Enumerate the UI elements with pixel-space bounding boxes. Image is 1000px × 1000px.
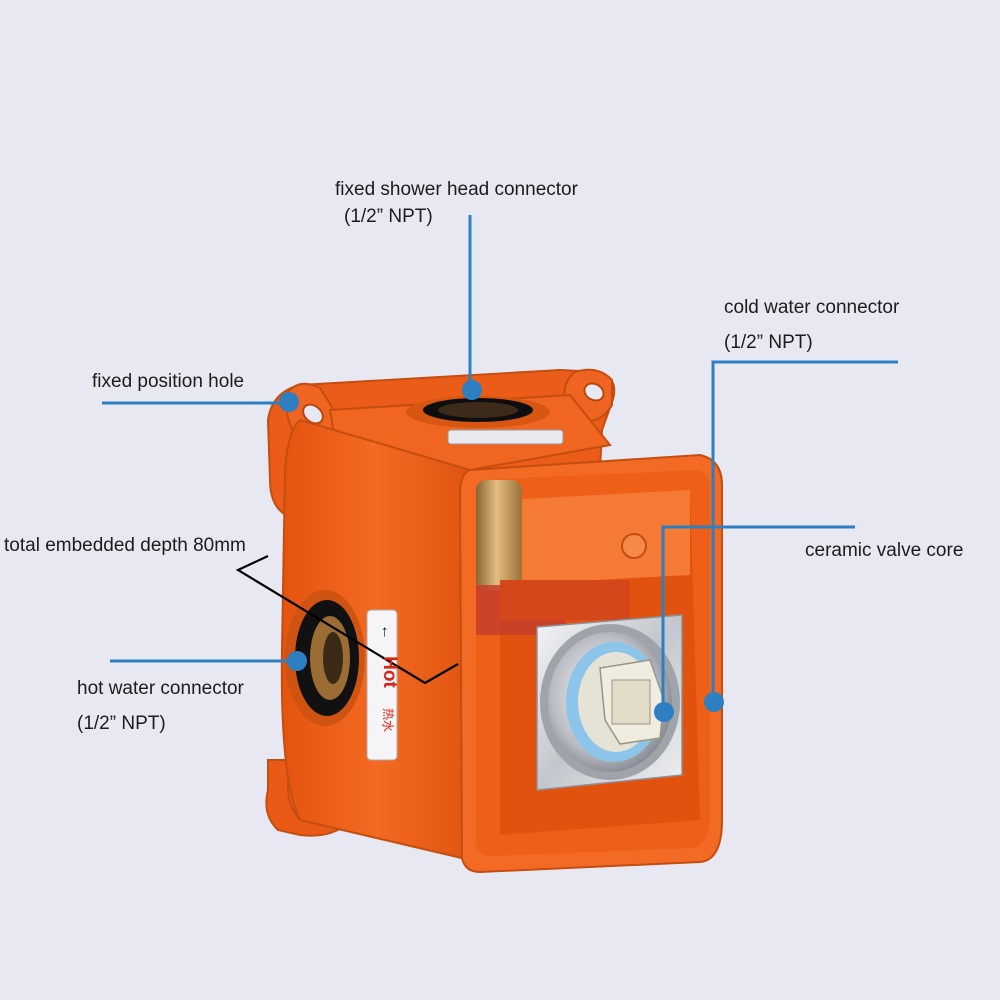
box-left-face [280,418,471,862]
depth-bracket [235,555,459,685]
hot-label-markings: ← Hot 热水 [378,624,400,732]
embedded-depth-label: total embedded depth 80mm [4,535,246,556]
shower-head-connector-size-label: (1/2” NPT) [344,206,433,227]
hot-chinese-text: 热水 [381,708,395,732]
hot-word-text: Hot [379,656,400,688]
chrome-face-plate [536,614,683,791]
callout-cold-water [704,360,898,712]
callout-hot-water [110,651,307,671]
fixed-position-hole-label: fixed position hole [92,371,245,392]
hot-water-connector-label: hot water connector [77,678,244,699]
ceramic-valve-core-label: ceramic valve core [805,540,964,561]
callout-fixed-position-hole [102,392,299,412]
cold-water-connector-label: cold water connector [724,297,900,318]
hot-water-connector-size-label: (1/2” NPT) [77,713,166,734]
callout-shower-head [462,215,482,400]
hot-arrow-text: ← [378,624,395,640]
shower-head-connector-label: fixed shower head connector [335,179,578,200]
cold-water-connector-size-label: (1/2” NPT) [724,332,813,353]
callout-ceramic-core [654,525,855,722]
